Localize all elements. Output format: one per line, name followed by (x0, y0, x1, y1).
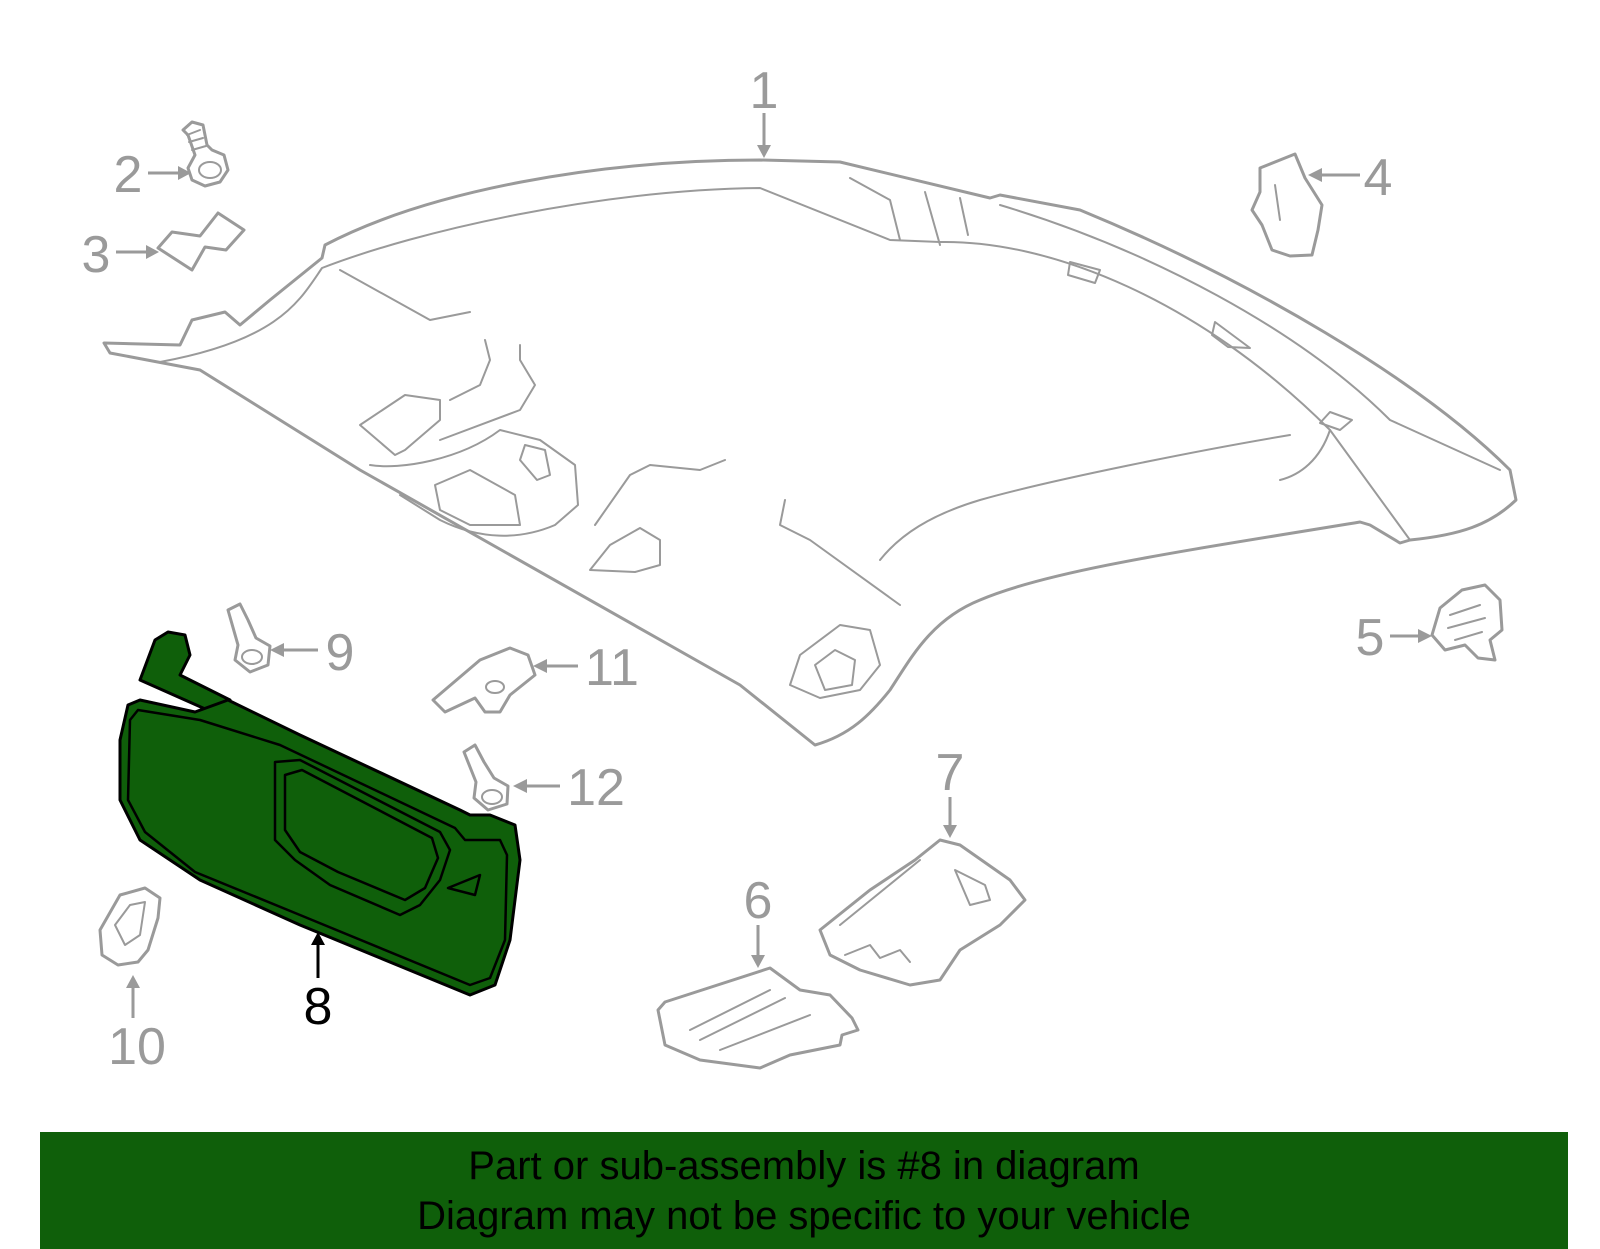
callout-3-arrow-icon (146, 245, 159, 259)
callout-1-label: 1 (750, 62, 779, 120)
bolt-part-9[interactable] (226, 602, 272, 674)
callout-12: 12 (513, 759, 625, 817)
callout-5: 5 (1356, 609, 1432, 667)
callout-5-arrow-icon (1418, 629, 1432, 643)
callout-10-label: 10 (108, 1018, 166, 1076)
callout-12-label: 12 (567, 759, 625, 817)
callout-11-label: 11 (585, 639, 639, 697)
console-part-7[interactable] (818, 838, 1027, 987)
callout-11-arrow-icon (533, 659, 547, 673)
callout-3: 3 (82, 226, 159, 284)
callout-9-arrow-icon (270, 643, 284, 657)
callout-1: 1 (750, 62, 779, 158)
bracket-part-4[interactable] (1250, 152, 1324, 258)
callout-4-label: 4 (1364, 149, 1393, 207)
clip-part-3[interactable] (156, 211, 246, 272)
callout-2-arrow-icon (178, 166, 191, 180)
callout-10-arrow-icon (126, 975, 140, 988)
hook-part-10[interactable] (98, 886, 162, 967)
bolt-part-2[interactable] (181, 120, 230, 188)
callout-7: 7 (936, 744, 965, 838)
callout-9-label: 9 (326, 624, 355, 682)
callout-11: 11 (533, 639, 639, 697)
callout-3-label: 3 (82, 226, 111, 284)
callout-7-label: 7 (936, 744, 965, 802)
info-banner: Part or sub-assembly is #8 in diagram Di… (40, 1132, 1568, 1249)
callout-9: 9 (270, 624, 354, 682)
callout-7-arrow-icon (943, 825, 957, 838)
retainer-part-5[interactable] (1430, 583, 1504, 662)
banner-line-2: Diagram may not be specific to your vehi… (417, 1193, 1191, 1238)
sun-visor-part-8[interactable] (118, 630, 522, 997)
callout-12-arrow-icon (513, 779, 527, 793)
callout-8: 8 (304, 932, 333, 1036)
callout-4-arrow-icon (1308, 168, 1322, 182)
callout-5-label: 5 (1356, 609, 1385, 667)
bolt-part-12[interactable] (462, 743, 510, 812)
callout-10: 10 (108, 975, 166, 1076)
banner-line-1: Part or sub-assembly is #8 in diagram (468, 1143, 1140, 1188)
headliner-part[interactable] (102, 158, 1518, 747)
callout-2: 2 (114, 146, 191, 204)
callout-6-arrow-icon (751, 955, 765, 968)
callout-8-label: 8 (304, 978, 333, 1036)
callout-2-label: 2 (114, 146, 143, 204)
callout-6-label: 6 (744, 872, 773, 930)
callout-4: 4 (1308, 149, 1392, 207)
parts-diagram: 1 2 3 4 5 6 7 8 (82, 62, 1518, 1076)
clip-part-11[interactable] (431, 646, 537, 714)
lamp-part-6[interactable] (656, 966, 860, 1070)
callout-8-arrow-icon (311, 932, 325, 945)
callout-1-arrow-icon (757, 145, 771, 158)
callout-6: 6 (744, 872, 773, 968)
